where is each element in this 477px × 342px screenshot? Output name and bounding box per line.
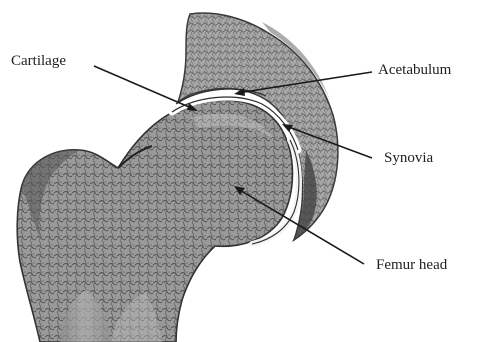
- label-synovia: Synovia: [384, 151, 433, 166]
- leader-line-cartilage: [94, 66, 196, 110]
- label-cartilage: Cartilage: [11, 54, 66, 69]
- label-femur-head: Femur head: [376, 258, 447, 273]
- femur-bone: [17, 100, 292, 342]
- label-acetabulum: Acetabulum: [378, 63, 451, 78]
